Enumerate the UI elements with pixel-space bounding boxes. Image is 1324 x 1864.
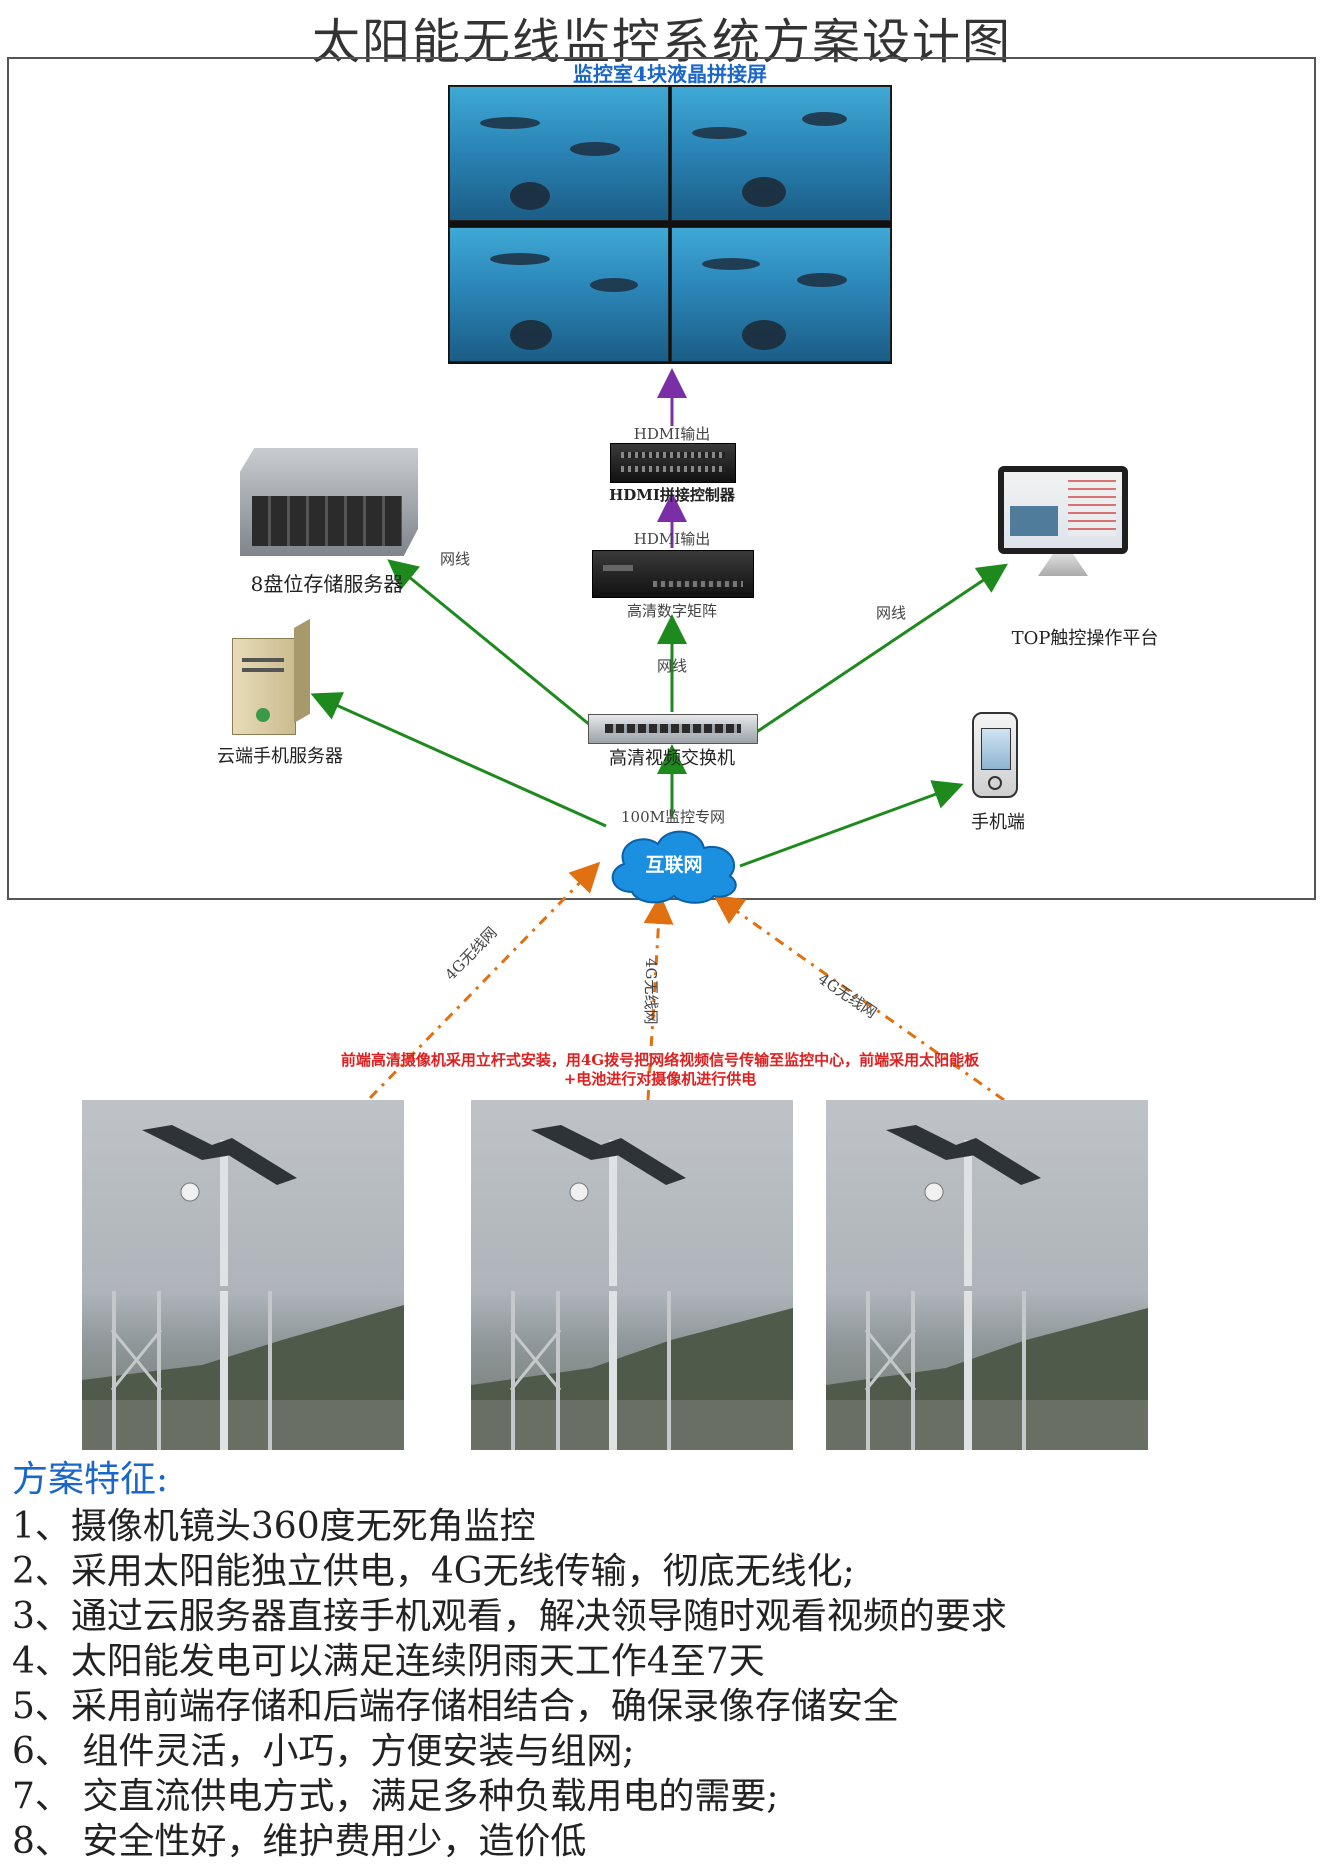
solar-pole-photo (82, 1100, 404, 1450)
net-cable-label-center: 网线 (656, 657, 687, 675)
wall-screen (449, 86, 669, 221)
arrow-switch-to-touch (751, 563, 1008, 737)
video-wall-label: 监控室4块液晶拼接屏 (573, 62, 767, 86)
arrow-switch-to-storage (387, 559, 591, 727)
arrow-pole3-to-internet (713, 894, 1005, 1102)
arrow-pole2-to-internet (643, 894, 674, 1101)
wireless-label-center: 4G无线网 (642, 958, 660, 1025)
wall-screen (671, 86, 891, 221)
installation-note-line2: +电池进行对摄像机进行供电 (563, 1070, 757, 1088)
feature-item: 8、 安全性好，维护费用少，造价低 (12, 1821, 587, 1862)
diagram-title: 太阳能无线监控系统方案设计图 (311, 14, 1012, 70)
hdmi-output-label-top: HDMI输出 (633, 425, 711, 443)
hdmi-controller-label: HDMI拼接控制器 (609, 486, 735, 504)
storage-server-label: 8盘位存储服务器 (250, 572, 404, 596)
net-cable-label-right: 网线 (876, 604, 907, 622)
feature-item: 6、 组件灵活，小巧，方便安装与组网; (12, 1731, 635, 1772)
installation-note-line1: 前端高清摄像机采用立杆式安装，用4G拨号把网络视频信号传输至监控中心，前端采用太… (340, 1051, 980, 1069)
mobile-device (972, 712, 1018, 798)
switch-device (588, 714, 758, 744)
arrow-internet-to-mobile (739, 780, 964, 868)
hdmi-controller-device (610, 443, 736, 483)
feature-item: 1、摄像机镜头360度无死角监控 (12, 1506, 536, 1547)
feature-item: 4、太阳能发电可以满足连续阴雨天工作4至7天 (12, 1641, 765, 1682)
matrix-label: 高清数字矩阵 (626, 602, 717, 620)
storage-server-device (240, 448, 418, 556)
switch-label: 高清视频交换机 (609, 748, 735, 769)
touch-platform-device (998, 466, 1128, 586)
touch-platform-label: TOP触控操作平台 (1011, 628, 1159, 649)
installation-note: 前端高清摄像机采用立杆式安装，用4G拨号把网络视频信号传输至监控中心，前端采用太… (240, 1051, 1080, 1089)
feature-item: 2、采用太阳能独立供电，4G无线传输，彻底无线化; (12, 1551, 855, 1592)
features-title: 方案特征: (12, 1459, 169, 1500)
monitor-network-label: 100M监控专网 (621, 808, 725, 826)
feature-item: 3、通过云服务器直接手机观看，解决领导随时观看视频的要求 (12, 1596, 1007, 1637)
matrix-device (592, 550, 754, 598)
solar-pole-photo (471, 1100, 793, 1450)
internet-label: 互联网 (645, 854, 703, 876)
mobile-label: 手机端 (971, 812, 1025, 833)
cloud-server-device (232, 618, 310, 735)
internet-cloud-icon (611, 830, 737, 904)
feature-item: 5、采用前端存储和后端存储相结合，确保录像存储安全 (12, 1686, 899, 1727)
cloud-server-label: 云端手机服务器 (217, 746, 343, 767)
hdmi-output-label-bottom: HDMI输出 (633, 530, 711, 548)
feature-item: 7、 交直流供电方式，满足多种负载用电的需要; (12, 1776, 779, 1817)
arrow-internet-to-cloud (310, 692, 607, 828)
wall-screen (671, 227, 891, 362)
wall-screen (449, 227, 669, 362)
solar-pole-photo (826, 1100, 1148, 1450)
video-wall (448, 85, 892, 364)
net-cable-label-left: 网线 (440, 550, 471, 568)
